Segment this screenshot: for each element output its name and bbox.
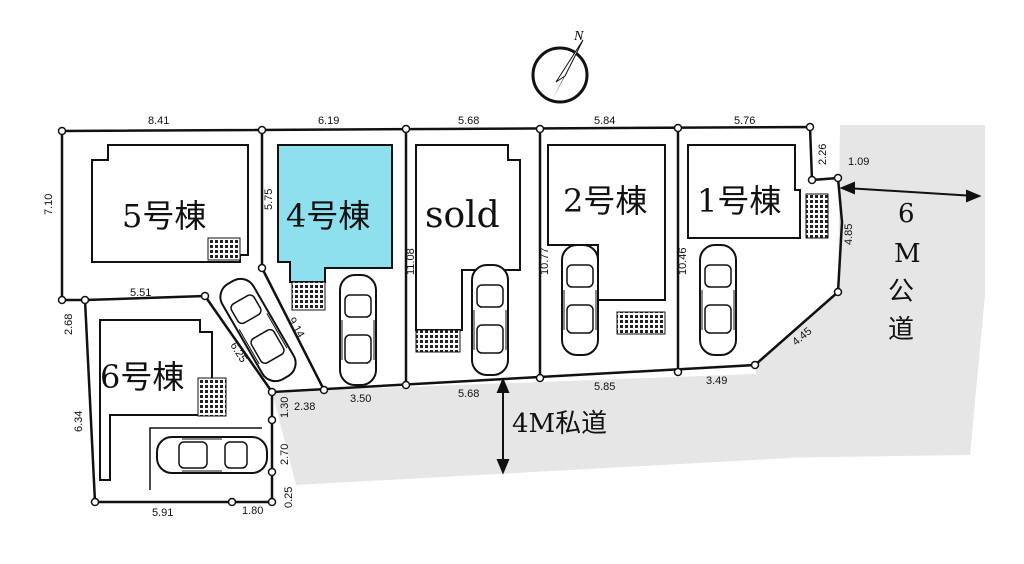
car-icon xyxy=(156,436,268,474)
dim-side-left-upper: 7.10 xyxy=(43,194,55,215)
compass-label: N xyxy=(573,29,584,44)
lot2-label: 2号棟 xyxy=(563,182,647,220)
dim-lot6-top: 5.51 xyxy=(130,287,151,299)
dim-top-lot5: 8.41 xyxy=(148,115,169,127)
lot1-label: 1号棟 xyxy=(697,182,781,220)
svg-text:公: 公 xyxy=(888,277,914,307)
dim-bottom-lot4: 3.50 xyxy=(350,393,371,405)
private-road-label: 4M私道 xyxy=(512,409,607,439)
dim-corner-right-a: 2.26 xyxy=(817,144,829,165)
entrance-lot1 xyxy=(805,193,829,239)
svg-text:M: M xyxy=(894,239,921,269)
dim-vert-b: 2.70 xyxy=(279,444,291,465)
dim-top-sold: 5.68 xyxy=(458,115,479,127)
car-icon xyxy=(339,274,377,386)
lot5-label: 5号棟 xyxy=(122,197,206,235)
dim-vert-a: 1.30 xyxy=(279,397,291,418)
svg-text:道: 道 xyxy=(888,315,914,345)
svg-text:6: 6 xyxy=(898,199,915,229)
entrance-sold xyxy=(415,329,461,353)
entrance-lot2 xyxy=(616,311,666,335)
divider-lot6-top xyxy=(84,294,206,302)
dim-vert-c: 0.25 xyxy=(283,487,295,508)
car-icon xyxy=(471,264,509,376)
dim-lot2-left: 10.77 xyxy=(539,247,551,275)
private-road-area xyxy=(272,372,808,485)
dim-lot4-left: 5.75 xyxy=(263,189,275,210)
car-icon xyxy=(699,244,737,356)
sold-label: sold xyxy=(425,195,500,236)
dim-side-left-mid: 2.68 xyxy=(63,314,75,335)
divider-lot4-road-diag xyxy=(260,267,326,391)
entrance-lot5 xyxy=(207,237,241,261)
car-icon xyxy=(561,244,599,356)
private-road-width-arrow xyxy=(496,377,510,475)
dim-top-lot4: 6.19 xyxy=(318,115,339,127)
lot6-label: 6号棟 xyxy=(100,358,184,396)
dim-sold-left: 11.08 xyxy=(405,248,417,275)
dim-corner-right-b: 1.09 xyxy=(848,156,869,168)
entrance-lot6 xyxy=(197,377,227,417)
dim-bottom-lot2: 5.85 xyxy=(594,381,615,393)
survey-points xyxy=(57,122,843,507)
dim-right-side: 4.85 xyxy=(843,224,855,245)
dim-lot1-left: 10.46 xyxy=(677,247,689,275)
dim-bottom-lot6-b: 1.80 xyxy=(242,505,263,517)
dim-diag-lot4: 9.14 xyxy=(285,316,306,341)
public-road-area xyxy=(755,125,985,458)
north-compass-icon: N xyxy=(531,29,589,104)
dim-side-left-lower: 6.34 xyxy=(73,411,85,432)
dim-bottom-lot1: 3.49 xyxy=(706,375,727,387)
dim-bottom-sold: 5.68 xyxy=(458,388,479,400)
public-road-width-arrow xyxy=(839,181,982,203)
divider-lot6-diag xyxy=(203,295,274,393)
parking-lot6 xyxy=(149,427,262,490)
entrance-lot4 xyxy=(291,281,326,311)
building-lot1 xyxy=(687,144,801,239)
lot4-label: 4号棟 xyxy=(286,197,370,235)
dim-bottom-small: 2.38 xyxy=(294,401,315,413)
dim-bottom-lot6: 5.91 xyxy=(152,507,173,519)
dim-top-lot1: 5.76 xyxy=(734,115,755,127)
public-road-label: 6 M 公 道 xyxy=(888,199,921,345)
dim-top-lot2: 5.84 xyxy=(594,115,615,127)
building-lot5 xyxy=(91,144,249,263)
